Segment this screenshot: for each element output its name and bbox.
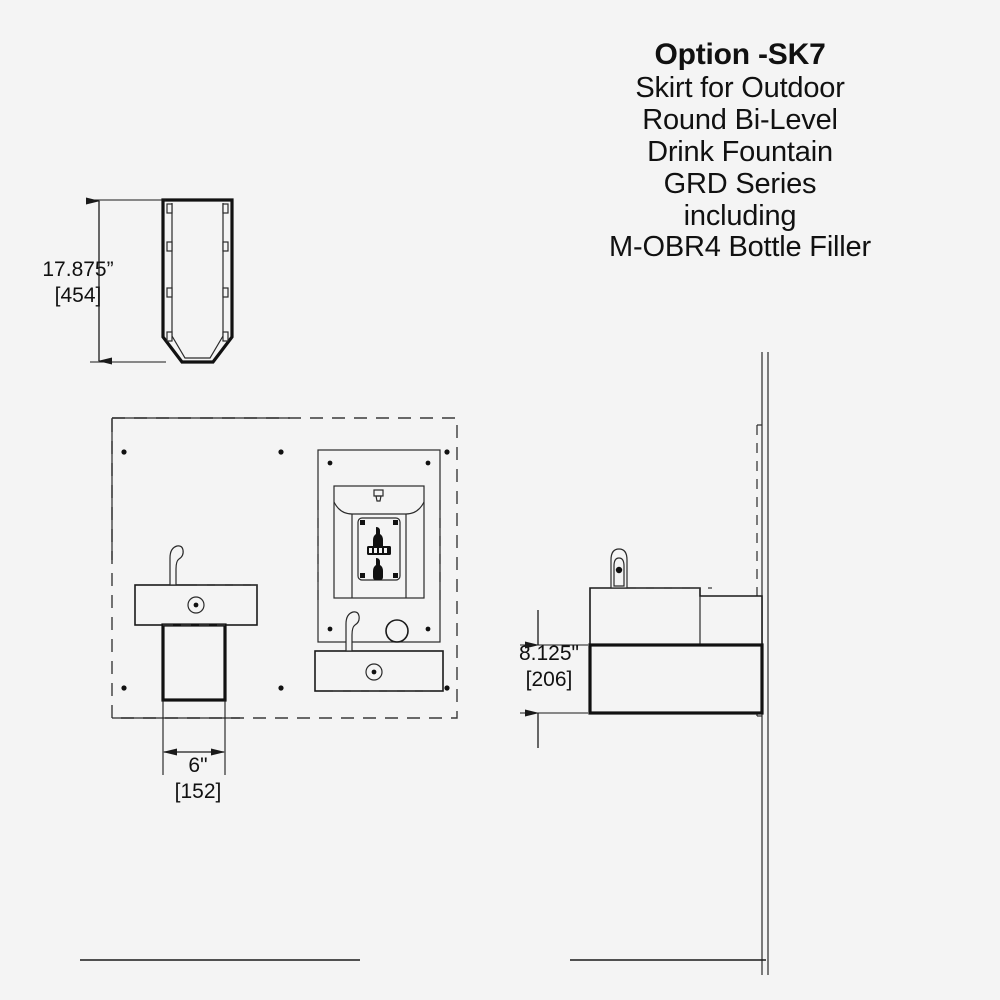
plan-skirt-body [161,623,227,702]
dimension-skirt-width-imperial: 6" [188,754,208,777]
skirt-slot-left-1 [166,203,173,214]
bottle-filler-housing-curve [333,501,425,515]
skirt-slot-left-4 [166,331,173,342]
bottle-filler-control-panel[interactable] [357,517,401,581]
title-line-bottlefiller: M-OBR4 Bottle Filler [609,231,871,264]
skirt-profile-view [86,197,234,365]
mounting-plate-dot-bl [327,626,333,632]
side-skirt-body [588,643,764,715]
skirt-slot-left-3 [166,287,173,298]
left-basin-bubbler-icon [169,545,184,586]
left-basin-drain-outer [187,596,205,614]
skirt-slot-right-3 [222,287,229,298]
right-basin-body [314,650,444,692]
bottle-icon-upper [373,527,383,549]
title-line-skirt: Skirt for Outdoor [635,72,845,104]
plan-anchor-dot-tr [444,449,450,455]
skirt-slot-left-2 [166,241,173,252]
title-line-option: Option -SK7 [654,38,826,71]
plan-anchor-dot-bm [278,685,284,691]
title-line-round: Round Bi-Level [642,103,838,136]
title-block: Option -SK7 Skirt for Outdoor Round Bi-L… [540,38,940,264]
plan-anchor-dot-br [444,685,450,691]
skirt-slot-right-4 [222,331,229,342]
skirt-slot-right-2 [222,241,229,252]
mounting-plate-dot-tr [425,460,431,466]
bottle-icon-lower [373,558,383,580]
mounting-plate-dot-tl [327,460,333,466]
plan-view [111,417,458,775]
right-basin-drain-outer [365,663,383,681]
right-basin [314,611,444,692]
title-line-fountain: Drink Fountain [647,135,833,168]
side-elevation-view [520,352,769,975]
right-basin-bubbler-icon [345,611,360,652]
dimension-side-height-metric: [206] [525,667,573,691]
plan-anchor-dot-tl [121,449,127,455]
skirt-slot-right-1 [222,203,229,214]
bottle-filler-nozzle-icon [373,489,384,502]
dimension-skirt-width-metric: [152] [174,779,222,803]
dimension-skirt-width: 6" [152] [148,753,248,804]
side-bubbler-icon [610,548,628,589]
left-basin-drain-inner [193,602,199,608]
right-basin-drain-inner [371,669,377,675]
skirt-inner-profile [171,203,224,359]
mounting-plate-dot-br [425,626,431,632]
left-basin [134,545,258,626]
plan-anchor-dot-bl [121,685,127,691]
title-line-series: GRD Series [663,167,817,200]
plan-drain-opening [385,619,409,643]
plan-overall-outline [111,417,458,719]
plan-skirt [161,623,227,702]
side-basin-profile [589,587,763,646]
plan-anchor-dot-tm [278,449,284,455]
skirt-outer-profile [161,198,234,364]
title-line-including: including [683,199,797,232]
